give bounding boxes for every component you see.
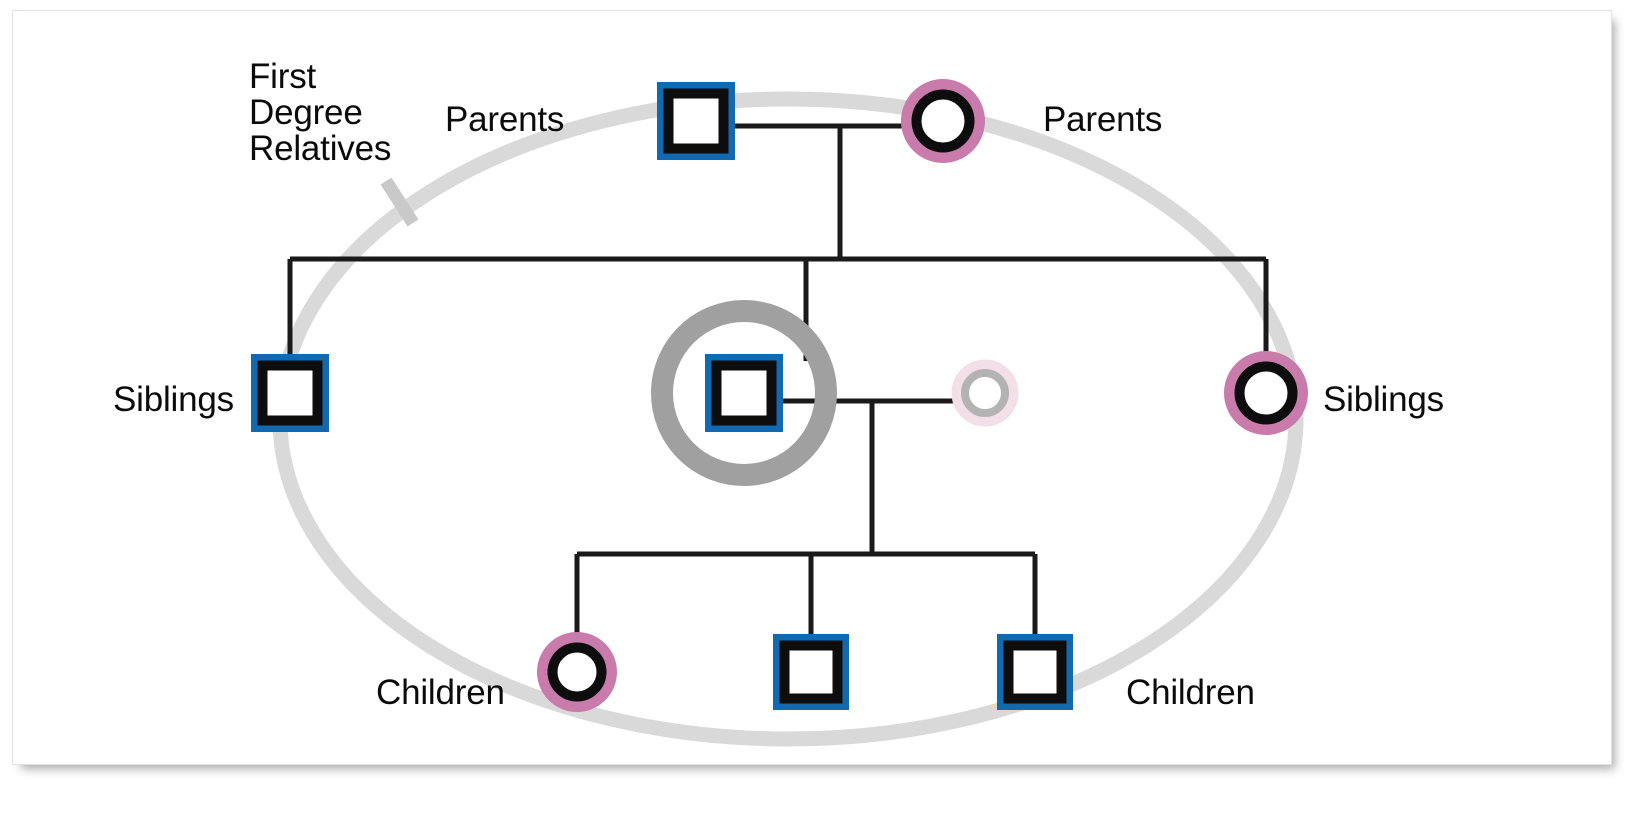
sibling-right-symbol[interactable] bbox=[1224, 351, 1308, 435]
fdr-line-1: First bbox=[249, 57, 317, 96]
father-symbol[interactable] bbox=[657, 82, 735, 160]
female-circle-halo-icon bbox=[901, 79, 985, 163]
male-square-halo-icon bbox=[997, 634, 1073, 710]
female-circle-icon bbox=[961, 369, 1009, 417]
label-parents-left: Parents bbox=[445, 100, 565, 139]
proband-ring-icon bbox=[651, 300, 837, 486]
male-square-halo-icon bbox=[657, 82, 735, 160]
child-1-symbol[interactable] bbox=[537, 632, 617, 712]
male-square-halo-icon bbox=[773, 634, 849, 710]
male-square-icon bbox=[779, 640, 843, 704]
female-circle-icon bbox=[1234, 361, 1298, 425]
label-siblings-left: Siblings bbox=[113, 380, 234, 419]
female-circle-halo-icon bbox=[951, 359, 1019, 427]
female-circle-halo-icon bbox=[537, 632, 617, 712]
label-children-left: Children bbox=[376, 673, 505, 712]
male-square-icon bbox=[1003, 640, 1067, 704]
mother-symbol[interactable] bbox=[901, 79, 985, 163]
proband-symbol[interactable] bbox=[651, 300, 837, 486]
spouse-symbol[interactable] bbox=[951, 359, 1019, 427]
first-degree-relatives-pointer bbox=[380, 177, 419, 227]
label-parents-right: Parents bbox=[1043, 100, 1163, 139]
male-square-icon bbox=[663, 88, 729, 154]
pedigree-canvas bbox=[251, 79, 1308, 747]
label-siblings-right: Siblings bbox=[1323, 380, 1444, 419]
fdr-line-3: Relatives bbox=[249, 129, 392, 168]
fdr-line-2: Degree bbox=[249, 93, 363, 132]
male-square-halo-icon bbox=[705, 354, 783, 432]
female-circle-halo-icon bbox=[1224, 351, 1308, 435]
female-circle-icon bbox=[547, 642, 607, 702]
male-square-icon bbox=[257, 360, 323, 426]
female-circle-icon bbox=[911, 89, 975, 153]
label-children-right: Children bbox=[1126, 673, 1255, 712]
male-square-icon bbox=[711, 360, 777, 426]
male-square-halo-icon bbox=[251, 354, 329, 432]
child-2-symbol[interactable] bbox=[773, 634, 849, 710]
child-3-symbol[interactable] bbox=[997, 634, 1073, 710]
sibling-left-symbol[interactable] bbox=[251, 354, 329, 432]
